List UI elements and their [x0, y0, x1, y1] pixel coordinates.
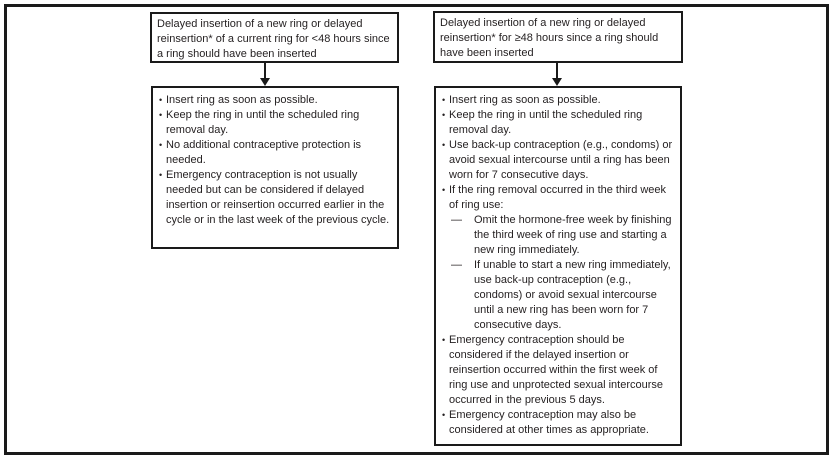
- bullet-text: Keep the ring in until the scheduled rin…: [166, 109, 360, 136]
- bullet-marker: •: [159, 110, 163, 120]
- bullet-item: •If the ring removal occurred in the thi…: [442, 183, 674, 213]
- bullet-item: •Emergency contraception may also be con…: [442, 408, 674, 438]
- bullet-text: No additional contraceptive protection i…: [166, 139, 362, 166]
- bullet-text: Insert ring as soon as possible.: [166, 94, 318, 106]
- bullet-marker: •: [442, 140, 446, 150]
- bullet-text: If unable to start a new ring immediatel…: [474, 259, 671, 331]
- bullet-item: •No additional contraceptive protection …: [159, 138, 391, 168]
- bullet-item: •Emergency contraception is not usually …: [159, 168, 391, 228]
- bullet-marker: •: [442, 185, 446, 195]
- bullet-item: •Insert ring as soon as possible.: [442, 93, 674, 108]
- sub-bullet-item: — If unable to start a new ring immediate…: [451, 258, 674, 333]
- bullet-marker: •: [159, 95, 163, 105]
- bullet-text: Emergency contraception is not usually n…: [166, 169, 390, 226]
- condition-text-48h-or-more: Delayed insertion of a new ring or delay…: [440, 17, 659, 59]
- bullet-item: •Keep the ring in until the scheduled ri…: [442, 108, 674, 138]
- condition-box-48h-or-more: Delayed insertion of a new ring or delay…: [433, 11, 683, 63]
- recommendation-list-under-48h: •Insert ring as soon as possible.•Keep t…: [159, 93, 391, 228]
- bullet-text: If the ring removal occurred in the thir…: [449, 184, 667, 211]
- bullet-text: Use back-up contraception (e.g., condoms…: [449, 139, 673, 181]
- bullet-item: •Insert ring as soon as possible.: [159, 93, 391, 108]
- bullet-marker: •: [442, 110, 446, 120]
- bullet-marker: •: [159, 140, 163, 150]
- recommendation-list-48h-or-more: •Insert ring as soon as possible.•Keep t…: [442, 93, 674, 438]
- bullet-marker: •: [442, 335, 446, 345]
- down-arrow-left: [264, 63, 266, 79]
- dash-marker: —: [451, 214, 462, 226]
- bullet-text: Omit the hormone-free week by finishing …: [474, 214, 672, 256]
- bullet-marker: •: [442, 95, 446, 105]
- bullet-marker: •: [159, 170, 163, 180]
- bullet-item: •Use back-up contraception (e.g., condom…: [442, 138, 674, 183]
- bullet-text: Emergency contraception may also be cons…: [449, 409, 649, 436]
- recommendations-box-under-48h: •Insert ring as soon as possible.•Keep t…: [151, 86, 399, 249]
- bullet-text: Keep the ring in until the scheduled rin…: [449, 109, 643, 136]
- bullet-marker: •: [442, 410, 446, 420]
- condition-box-under-48h: Delayed insertion of a new ring or delay…: [150, 12, 399, 63]
- bullet-text: Insert ring as soon as possible.: [449, 94, 601, 106]
- recommendations-box-48h-or-more: •Insert ring as soon as possible.•Keep t…: [434, 86, 682, 446]
- bullet-item: •Emergency contraception should be consi…: [442, 333, 674, 408]
- bullet-item: •Keep the ring in until the scheduled ri…: [159, 108, 391, 138]
- figure-border: [4, 4, 829, 455]
- condition-text-under-48h: Delayed insertion of a new ring or delay…: [157, 18, 390, 60]
- down-arrow-right: [556, 63, 558, 79]
- dash-marker: —: [451, 259, 462, 271]
- bullet-text: Emergency contraception should be consid…: [449, 334, 664, 406]
- sub-bullet-item: — Omit the hormone-free week by finishing…: [451, 213, 674, 258]
- down-arrow-head-left-icon: [260, 78, 270, 86]
- down-arrow-head-right-icon: [552, 78, 562, 86]
